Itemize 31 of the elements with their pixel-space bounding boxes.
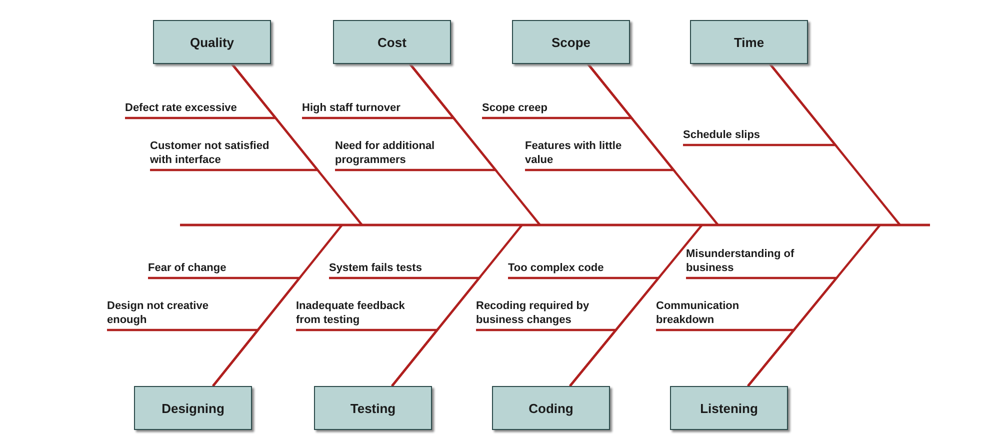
cause-label: Too complex code — [508, 261, 648, 275]
cause-label: Fear of change — [148, 261, 288, 275]
cause-line — [683, 63, 838, 146]
cause-line — [525, 63, 676, 172]
cause-label: Inadequate feedback from testing — [296, 299, 431, 327]
category-box: Cost — [333, 20, 451, 64]
cause-label: Schedule slips — [683, 128, 793, 142]
category-box: Quality — [153, 20, 271, 64]
cause-line — [656, 328, 796, 387]
cause-label: Communication breakdown — [656, 299, 756, 327]
cause-label: Need for additional programmers — [335, 139, 463, 167]
cause-label: Design not creative enough — [107, 299, 212, 327]
cause-label: Features with little value — [525, 139, 625, 167]
cause-label: Scope creep — [482, 101, 602, 115]
cause-label: Defect rate excessive — [125, 101, 260, 115]
category-box: Scope — [512, 20, 630, 64]
cause-line — [296, 328, 440, 387]
cause-label: System fails tests — [329, 261, 469, 275]
cause-label: High staff turnover — [302, 101, 432, 115]
cause-line — [150, 63, 320, 172]
cause-label: Recoding required by business changes — [476, 299, 611, 327]
cause-line — [335, 63, 498, 172]
cause-line — [107, 328, 260, 387]
category-box: Designing — [134, 386, 252, 430]
cause-label: Customer not satisfied with interface — [150, 139, 290, 167]
cause-line — [476, 328, 618, 387]
cause-label: Misunderstanding of business — [686, 247, 826, 275]
category-box: Listening — [670, 386, 788, 430]
category-box: Coding — [492, 386, 610, 430]
category-box: Testing — [314, 386, 432, 430]
category-box: Time — [690, 20, 808, 64]
